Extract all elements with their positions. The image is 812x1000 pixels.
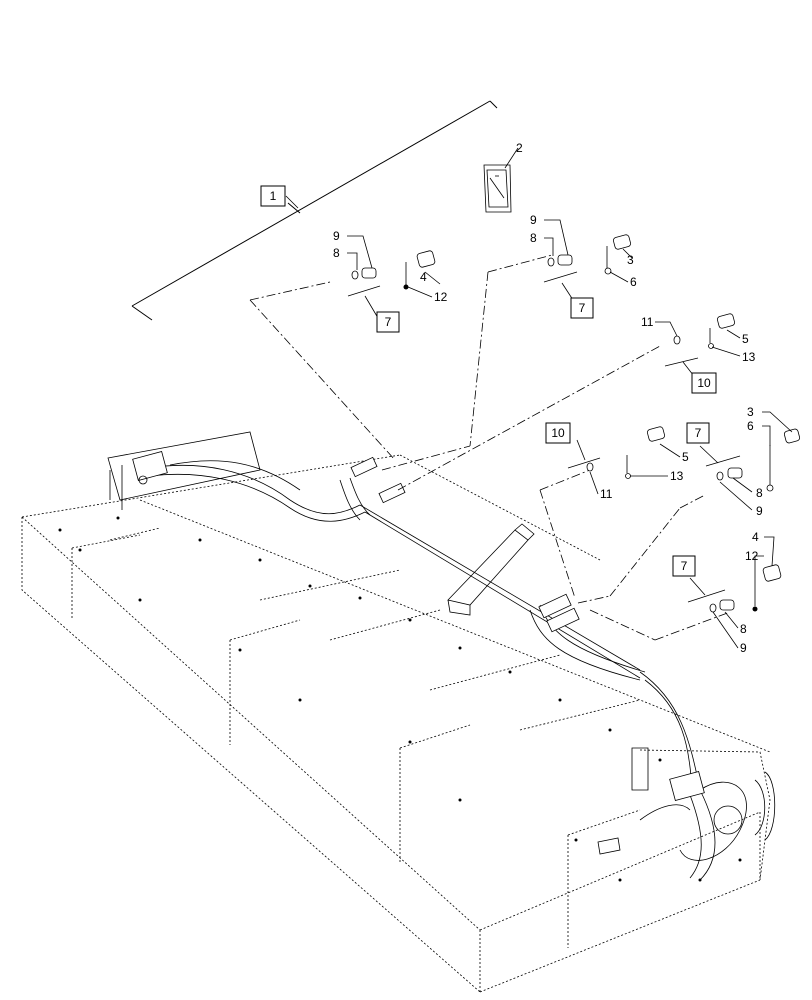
callout-11a: 11 (641, 315, 654, 329)
callout-9c: 9 (756, 504, 763, 518)
callout-8a: 8 (333, 246, 340, 260)
bracket-item-1 (131, 100, 498, 321)
callout-1-label: 1 (270, 189, 277, 203)
callout-10a-box: 10 (691, 372, 717, 394)
fitting-group-d (586, 426, 666, 479)
callout-10b-label: 10 (551, 426, 565, 440)
callout-numbers: 2 9 8 4 12 9 8 3 6 11 5 13 3 6 5 13 11 8… (333, 141, 763, 655)
callout-13b: 13 (670, 469, 684, 483)
callout-10a-label: 10 (697, 376, 711, 390)
callout-9b: 9 (530, 213, 537, 227)
callout-13a: 13 (742, 350, 756, 364)
decal-item-2 (483, 164, 512, 213)
callout-7a-box: 7 (376, 311, 400, 333)
callout-3b: 3 (747, 405, 754, 419)
callout-7b-box: 7 (570, 297, 594, 319)
callout-8c: 8 (756, 486, 763, 500)
fitting-group-b (547, 234, 632, 275)
callout-5b: 5 (682, 450, 689, 464)
callout-5a: 5 (742, 332, 749, 346)
fitting-group-f (709, 564, 782, 613)
hose-routing (132, 451, 776, 881)
callout-8b: 8 (530, 231, 537, 245)
callout-12b: 12 (745, 549, 759, 563)
callout-7b-label: 7 (579, 301, 586, 315)
machine-body (21, 431, 771, 993)
callout-9a: 9 (333, 229, 340, 243)
callout-3a: 3 (627, 253, 634, 267)
callout-7d-label: 7 (681, 559, 688, 573)
callout-1-box: 1 (260, 185, 286, 207)
fitting-group-c (673, 313, 736, 349)
callout-4a: 4 (420, 270, 427, 284)
callout-6a: 6 (630, 275, 637, 289)
callout-7c-box: 7 (686, 422, 710, 444)
callout-7c-label: 7 (695, 426, 702, 440)
support-arm (447, 523, 535, 616)
callout-8d: 8 (740, 622, 747, 636)
fitting-group-e (716, 428, 801, 492)
fitting-group-a (351, 250, 436, 290)
callout-7a-label: 7 (385, 315, 392, 329)
callout-12a: 12 (434, 290, 448, 304)
assembly-leader-lines (249, 254, 731, 641)
callout-7d-box: 7 (672, 555, 696, 577)
callout-4b: 4 (752, 530, 759, 544)
rivet-dots (58, 516, 742, 882)
callout-leaders (285, 147, 793, 649)
callout-11b: 11 (600, 487, 613, 501)
callout-6b: 6 (747, 419, 754, 433)
callout-9d: 9 (740, 641, 747, 655)
callout-2: 2 (516, 141, 523, 155)
callout-10b-box: 10 (545, 422, 571, 444)
